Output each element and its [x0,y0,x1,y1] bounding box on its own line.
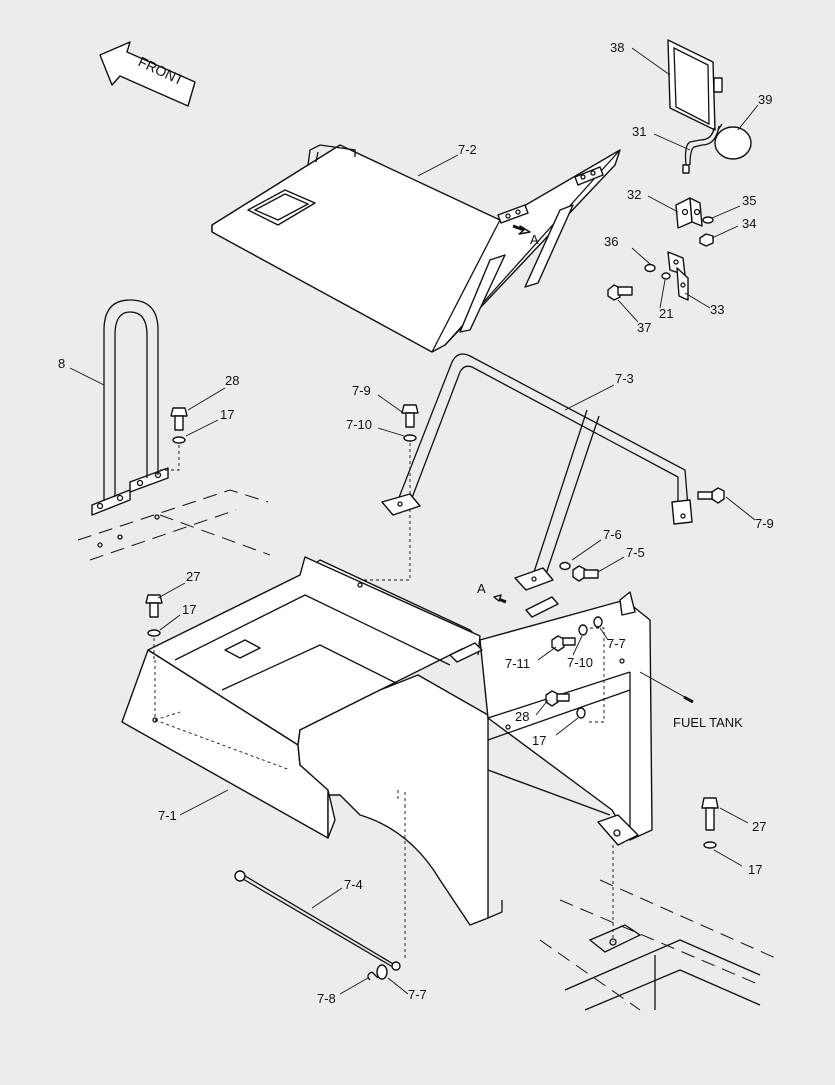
part-31-stay [682,125,720,174]
part-7-6-washer [559,561,571,571]
part-34-nut [699,233,714,247]
callout-33: 33 [710,302,724,317]
part-7-8-cotter-pin [367,971,379,981]
view-marker-a-top: A [530,232,539,247]
callout-35: 35 [742,193,756,208]
callout-37: 37 [637,320,651,335]
washer-17-right [576,707,586,719]
bolt-27-right [701,797,719,849]
part-39-mirror [714,123,752,160]
bolt-28-left [160,407,188,471]
part-7-1-hidden-edges [154,660,291,771]
part-7-7-washer-bottom [376,964,388,980]
callout-34: 34 [742,216,756,231]
hinge-pin [449,596,559,663]
front-arrow: FRONT [99,41,196,107]
part-35-washer [702,216,714,224]
callout-7-8: 7-8 [317,991,336,1006]
part-7-3-guard-frame [381,353,693,591]
callout-28-top: 28 [225,373,239,388]
callout-27-right: 27 [752,819,766,834]
leader-lines [69,47,759,995]
part-7-10-washer [578,624,588,636]
callout-17-left: 17 [182,602,196,617]
fuel-tank-label: FUEL TANK [673,715,743,730]
callout-7-10-right: 7-10 [567,655,593,670]
bolt-7-9-right [697,487,725,504]
part-7-2-cover [211,144,621,353]
callout-27-left: 27 [186,569,200,584]
callout-31: 31 [632,124,646,139]
callout-8: 8 [58,356,65,371]
callout-7-9-top: 7-9 [352,383,371,398]
part-32-bracket [675,197,703,229]
part-21-washer [661,272,671,280]
callout-17-right: 17 [532,733,546,748]
part-7-5-bolt [572,565,599,582]
part-7-7-washer-top [593,616,603,628]
callout-7-7-bottom: 7-7 [408,987,427,1002]
callout-17-top: 17 [220,407,234,422]
callout-21: 21 [659,306,673,321]
callout-7-3: 7-3 [615,371,634,386]
bolt-27-left [145,594,163,660]
floor-frame-lines [77,489,781,1011]
part-8-handle [91,299,169,516]
callout-7-10-top: 7-10 [346,417,372,432]
part-38-mirror [667,39,723,131]
callout-28-right: 28 [515,709,529,724]
part-7-1-base [121,556,653,926]
callout-7-5: 7-5 [626,545,645,560]
callout-7-1: 7-1 [158,808,177,823]
part-36-washer [644,263,656,273]
callout-38: 38 [610,40,624,55]
callout-7-4: 7-4 [344,877,363,892]
callout-labels: 38 39 31 32 35 34 36 21 33 37 7-2 8 28 1… [58,40,774,1006]
part-33-bracket [667,251,689,301]
bolt-7-9-left [360,404,419,581]
part-7-4-rod [234,805,406,971]
part-37-bolt [607,284,633,301]
callout-36: 36 [604,234,618,249]
callout-17-bottom: 17 [748,862,762,877]
callout-7-9-right: 7-9 [755,516,774,531]
callout-7-7-top: 7-7 [607,636,626,651]
callout-39: 39 [758,92,772,107]
callout-7-6: 7-6 [603,527,622,542]
callout-7-2: 7-2 [458,142,477,157]
callout-32: 32 [627,187,641,202]
view-marker-a-bottom: A [477,581,486,596]
callout-7-11: 7-11 [505,656,530,671]
